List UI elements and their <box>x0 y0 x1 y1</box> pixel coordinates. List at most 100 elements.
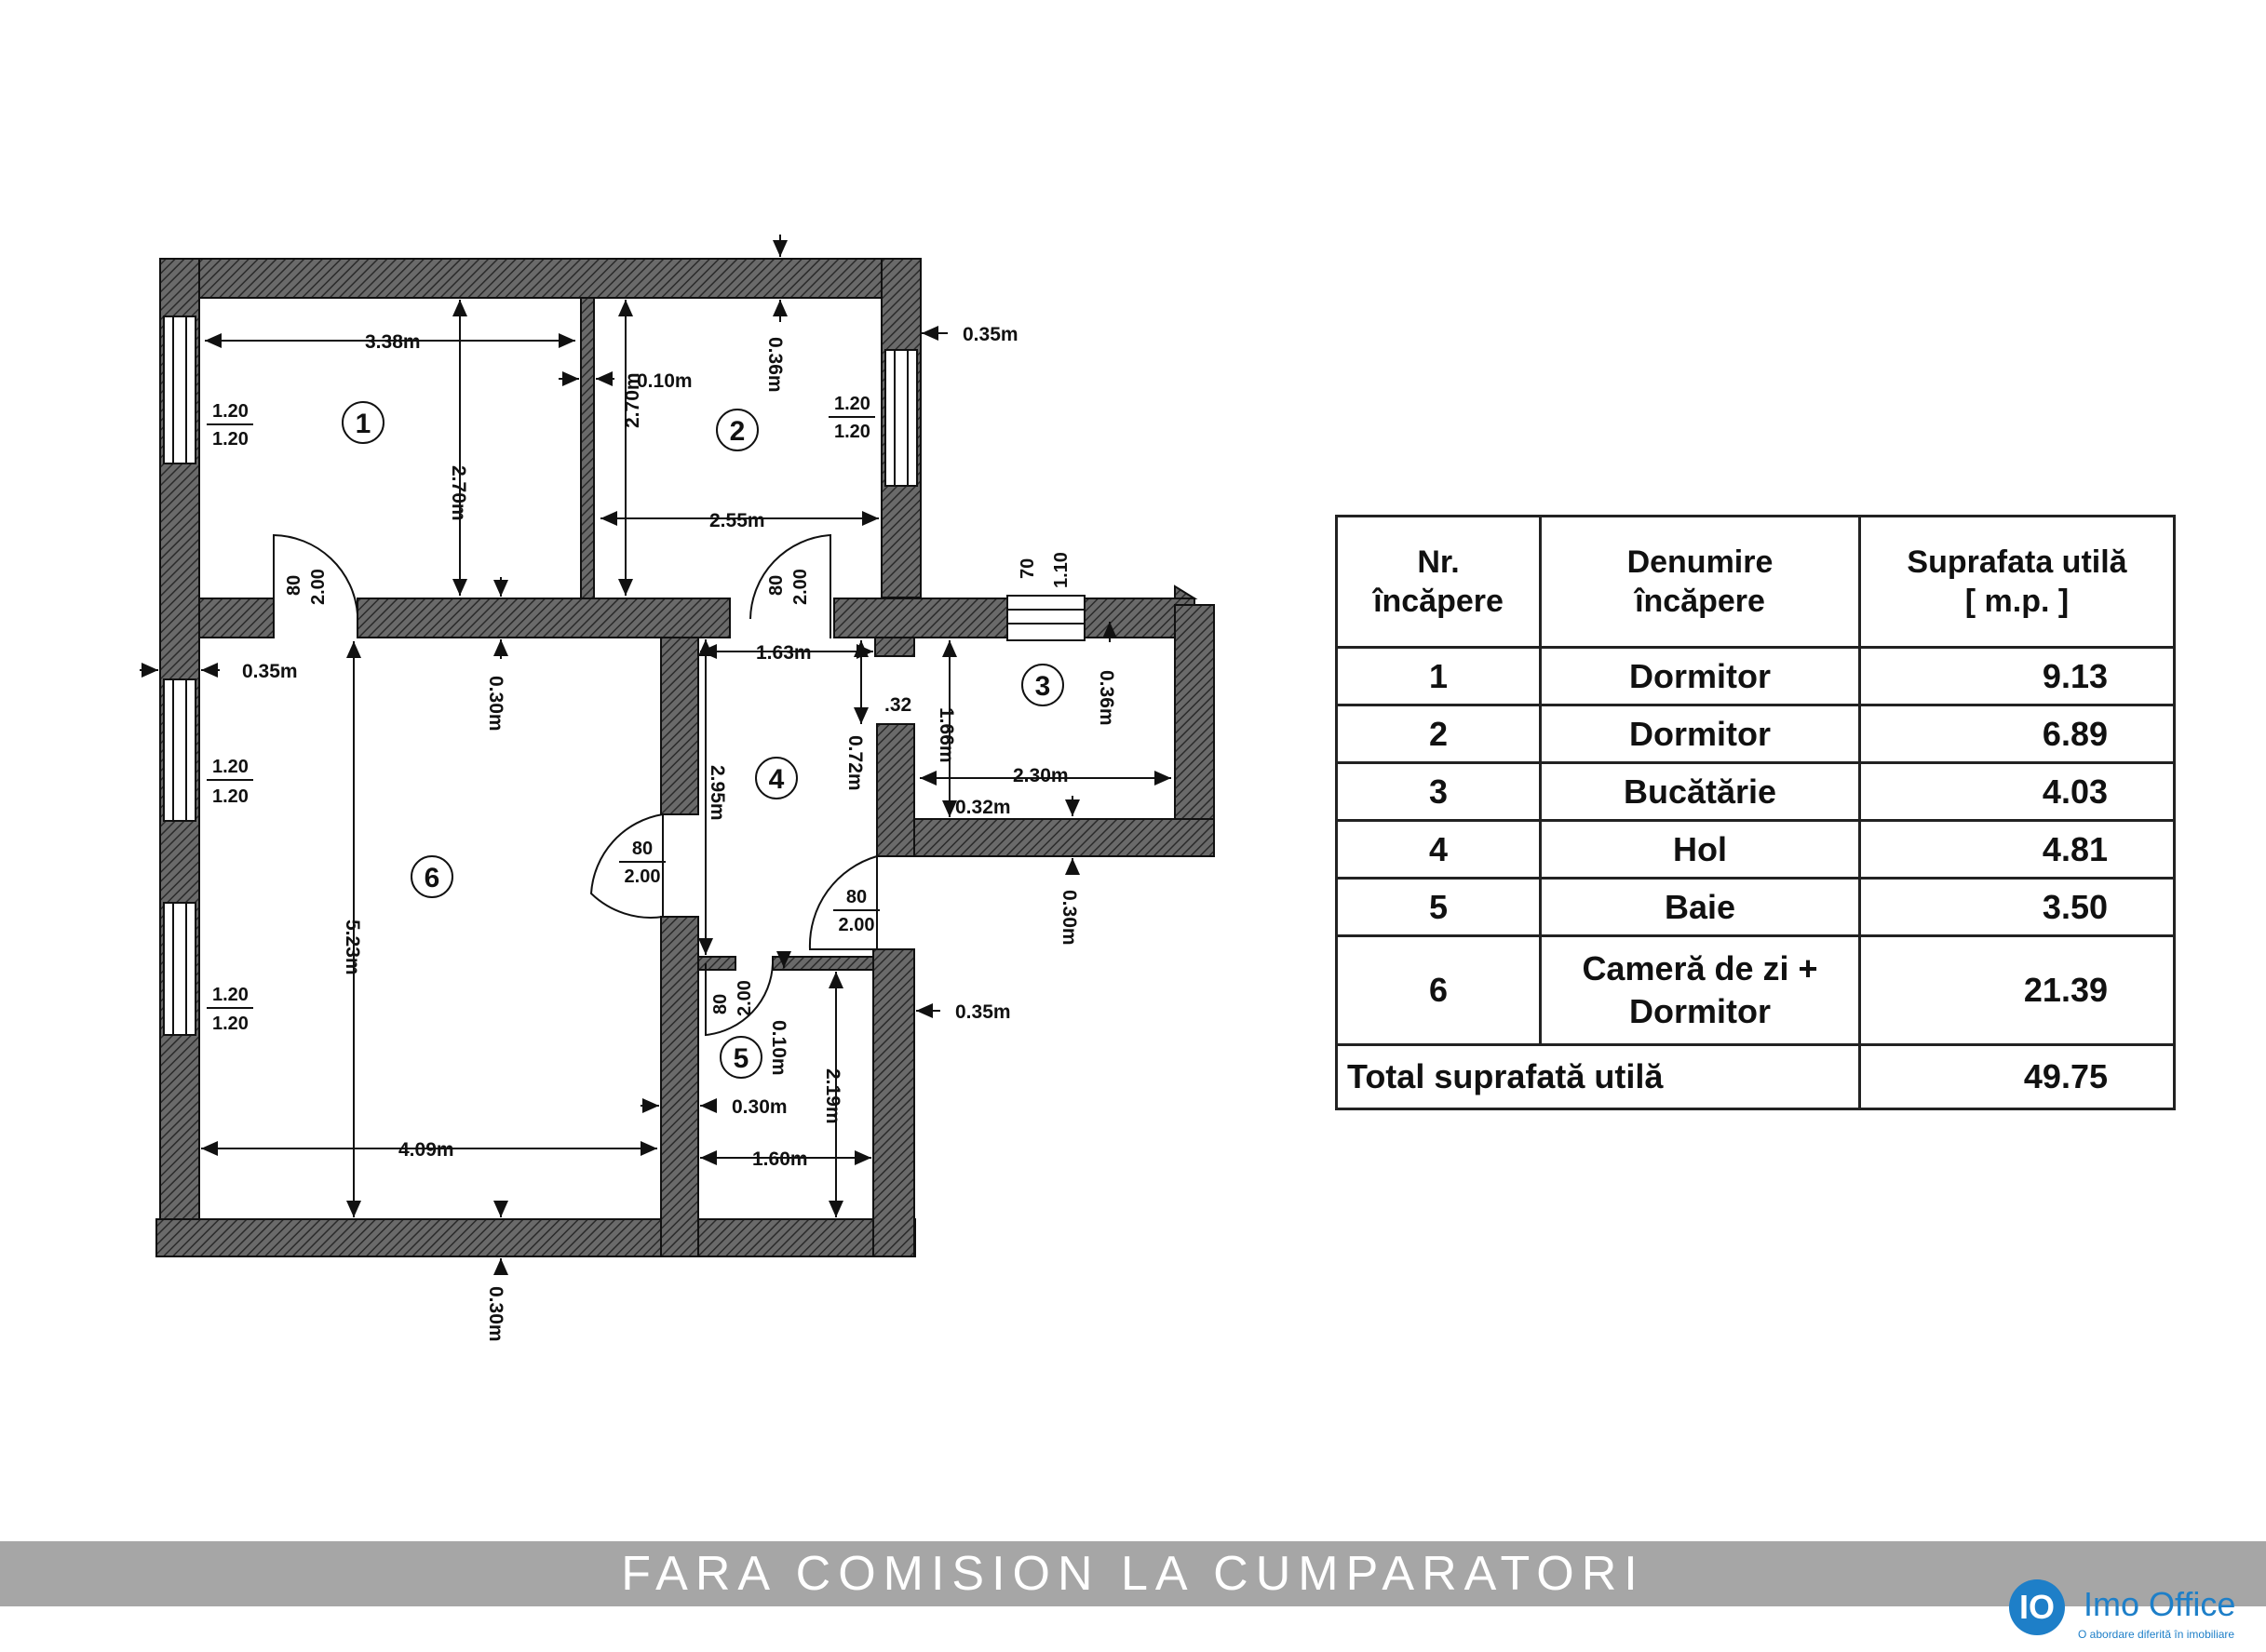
table-header-row: Nr. încăpere Denumire încăpere Suprafata… <box>1335 515 2176 649</box>
window-label: 1.20 <box>212 1014 249 1034</box>
window-label: 1.20 <box>212 786 249 807</box>
window-label: 1.20 <box>212 429 249 450</box>
col-header-area: Suprafata utilă [ m.p. ] <box>1858 515 2176 649</box>
wall-break <box>1174 584 1198 599</box>
dim-label: 0.36m <box>764 337 786 393</box>
room-numbers: 1 2 3 4 5 6 <box>342 401 1064 1079</box>
cell-number: 5 <box>1335 877 1542 937</box>
table-total-row: Total suprafată utilă 49.75 <box>1335 1043 2176 1110</box>
brand-logo: IO Imo Office O abordare diferită în imo… <box>2009 1579 2253 1645</box>
door-label: 80 <box>846 887 867 907</box>
dim-label: 1.63m <box>756 642 812 664</box>
promo-banner: FARA COMISION LA CUMPARATORI <box>0 1541 2266 1606</box>
dim-label: 2.30m <box>1013 765 1069 786</box>
wall-kitchen-right <box>1174 604 1215 857</box>
dim-label: 0.35m <box>963 324 1018 345</box>
cell-name: Baie <box>1539 877 1861 937</box>
wall-mid-a <box>198 598 275 638</box>
window-label: 70 <box>1018 558 1038 579</box>
cell-number: 1 <box>1335 646 1542 706</box>
wall-hall-left-lower <box>660 916 699 1257</box>
cell-name: Dormitor <box>1539 646 1861 706</box>
cell-area: 6.89 <box>1858 704 2176 764</box>
cell-area: 4.81 <box>1858 819 2176 880</box>
dim-label: 2.70m <box>622 372 643 428</box>
dim-label: 0.10m <box>768 1020 789 1076</box>
dim-label: 0.35m <box>955 1001 1011 1023</box>
dim-label: 0.36m <box>1096 670 1117 726</box>
header-text: Suprafata utilă [ m.p. ] <box>1907 544 2127 619</box>
wall-kitchen-left <box>876 723 915 857</box>
room-number: 6 <box>425 863 440 893</box>
windows: 1.20 1.20 1.20 1.20 1.20 1.20 1.20 1.20 … <box>163 316 1086 1036</box>
cell-area: 4.03 <box>1858 761 2176 822</box>
dim-label: 0.30m <box>732 1096 788 1118</box>
dimension-labels: 3.38m 0.10m 0.36m 0.35m 2.70m 2.70m 2.55… <box>242 324 1117 1342</box>
cell-number: 3 <box>1335 761 1542 822</box>
window-label: 1.20 <box>212 757 249 777</box>
dim-label: 0.30m <box>1059 890 1080 946</box>
wall-kitchen-bottom <box>876 818 1215 857</box>
brand-name: Imo Office <box>2084 1585 2236 1623</box>
table-row: 2 Dormitor 6.89 <box>1335 704 2176 764</box>
total-area: 49.75 <box>1858 1043 2176 1110</box>
wall-bath-right <box>872 948 915 1257</box>
wall-bath-top-a <box>697 956 736 971</box>
dim-label: 0.72m <box>844 735 866 791</box>
window-label: 1.20 <box>834 422 870 442</box>
table-row: 3 Bucătărie 4.03 <box>1335 761 2176 822</box>
walls <box>155 258 1215 1257</box>
dim-label: .32 <box>884 694 911 716</box>
dim-label: 0.10m <box>637 370 693 392</box>
dim-label: 2.55m <box>709 510 765 531</box>
window-label: 1.20 <box>834 394 870 414</box>
dim-label: 3.38m <box>365 331 421 353</box>
door-bathroom <box>705 962 774 1037</box>
cell-area: 21.39 <box>1858 934 2176 1046</box>
wall-kitchen-stub <box>874 637 915 657</box>
cell-name: Hol <box>1539 819 1861 880</box>
room-number: 1 <box>356 409 371 439</box>
door-label: 2.00 <box>735 980 755 1016</box>
wall-top <box>165 258 922 299</box>
wall-mid-c <box>833 598 1008 638</box>
dim-label: 0.30m <box>485 676 506 732</box>
cell-name: Bucătărie <box>1539 761 1861 822</box>
door-label: 80 <box>632 839 653 859</box>
col-header-name: Denumire încăpere <box>1539 515 1861 649</box>
door-room-1 <box>273 533 358 638</box>
room-number: 5 <box>734 1043 749 1074</box>
window-label: 1.10 <box>1051 552 1072 588</box>
dim-label: 0.30m <box>485 1286 506 1342</box>
cell-number: 6 <box>1335 934 1542 1046</box>
dimension-lines <box>140 235 1171 1275</box>
cell-number: 2 <box>1335 704 1542 764</box>
door-room-2 <box>749 533 831 638</box>
door-label: 80 <box>710 994 731 1014</box>
col-header-number: Nr. încăpere <box>1335 515 1542 649</box>
door-label: 80 <box>766 575 787 596</box>
table-row: 4 Hol 4.81 <box>1335 819 2176 880</box>
cell-area: 9.13 <box>1858 646 2176 706</box>
dim-label: 1.60m <box>752 1148 808 1170</box>
table-row: 1 Dormitor 9.13 <box>1335 646 2176 706</box>
table-row: 5 Baie 3.50 <box>1335 877 2176 937</box>
room-number: 2 <box>730 416 746 447</box>
wall-partition-1-2 <box>580 297 595 638</box>
window-label: 1.20 <box>212 401 249 422</box>
door-label: 80 <box>284 575 304 596</box>
dim-label: 2.70m <box>448 465 469 521</box>
cell-name: Dormitor <box>1539 704 1861 764</box>
room-area-table: Nr. încăpere Denumire încăpere Suprafata… <box>1335 515 2176 1110</box>
table-row: 6 Cameră de zi + Dormitor 21.39 <box>1335 934 2176 1046</box>
wall-mid-b <box>357 598 731 638</box>
cell-name: Cameră de zi + Dormitor <box>1539 934 1861 1046</box>
dim-label: 2.95m <box>707 765 728 821</box>
dim-label: 5.23m <box>342 920 363 975</box>
dim-label: 2.19m <box>822 1068 843 1124</box>
room-number: 3 <box>1035 671 1051 702</box>
brand-tagline: O abordare diferită în imobiliare <box>2078 1628 2235 1641</box>
wall-hall-left-upper <box>660 637 699 815</box>
cell-number: 4 <box>1335 819 1542 880</box>
